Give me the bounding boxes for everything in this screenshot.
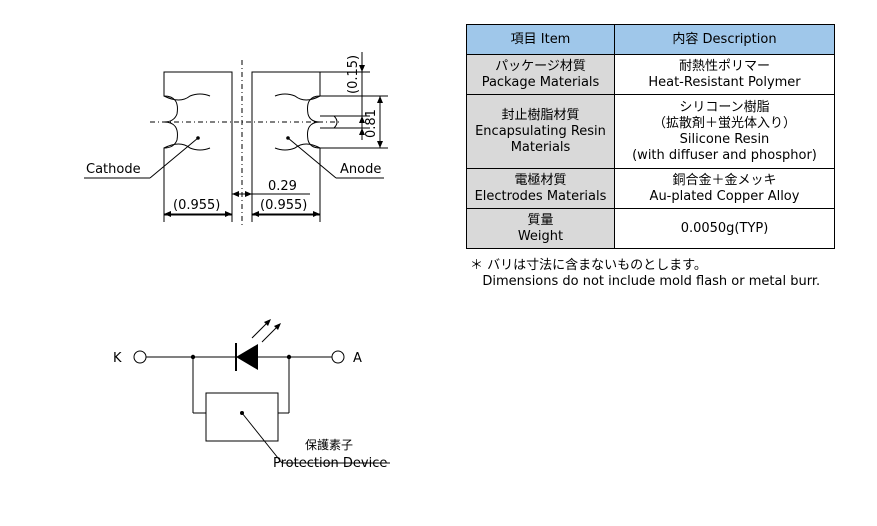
cathode-outline [163,71,233,216]
row-item: 封止樹脂材質 Encapsulating Resin Materials [466,94,615,169]
header-description: 内容 Description [614,24,835,55]
header-item: 項目 Item [466,24,615,55]
row-description: シリコーン樹脂（拡散剤＋蛍光体入り） Silicone Resin(with d… [614,94,835,169]
dim-top-offset: (0.15) [346,55,361,94]
terminal-k-label: K [113,351,122,366]
dimension-note: ＊ バリは寸法に含まないものとします。 Dimensions do not in… [470,258,820,290]
light-emission-arrow-icon [274,323,281,330]
circuit-schematic: K A 保護素子 Protection Device [113,319,390,471]
note-line-en: Dimensions do not include mold flash or … [470,274,821,289]
package-dimension-drawing: Cathode Anode 0.29 (0.955) (0.955) (0.15… [84,52,388,228]
cathode-label: Cathode [86,162,141,177]
row-description: 0.0050g(TYP) [614,208,835,249]
anode-label: Anode [340,162,381,177]
terminal-a-icon [331,350,345,364]
terminal-a-label: A [353,351,362,366]
dim-gap: 0.29 [268,179,297,194]
led-diode-icon [236,344,258,370]
note-line-jp: ＊ バリは寸法に含まないものとします。 [470,258,707,273]
light-emission-arrow-icon [264,319,271,326]
dim-left-width: (0.955) [173,198,220,213]
protection-label-en: Protection Device [273,456,387,471]
dim-right-width: (0.955) [260,198,307,213]
dim-height: 0.81 [364,109,379,138]
protection-device-box [205,392,279,442]
table-row: 封止樹脂材質 Encapsulating Resin Materials シリコ… [466,94,835,169]
terminal-k-icon [133,350,147,364]
protection-label-jp: 保護素子 [305,437,353,452]
table-header: 項目 Item 内容 Description [466,24,835,55]
